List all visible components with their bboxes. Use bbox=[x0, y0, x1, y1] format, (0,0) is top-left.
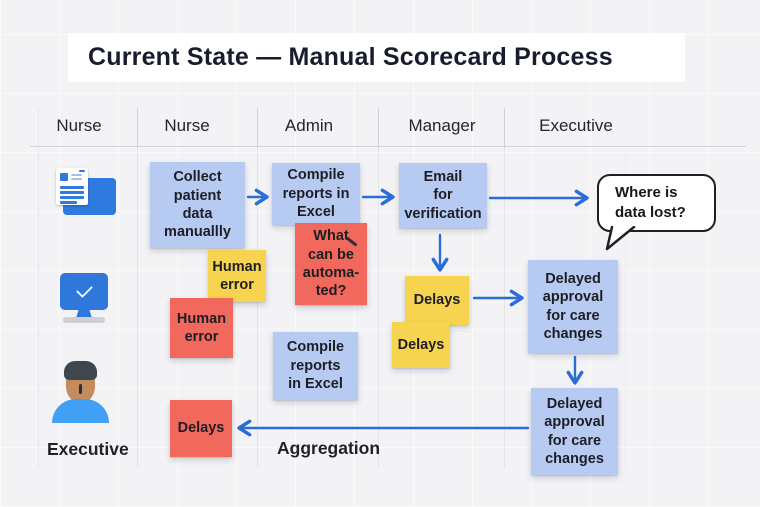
sticky-note-delays-red[interactable]: Delays bbox=[170, 400, 232, 457]
sticky-note-compile-reports-top[interactable]: Compile reports in Excel bbox=[272, 163, 360, 225]
lane-divider-right-edge bbox=[625, 150, 626, 468]
sticky-note-compile-reports-bottom[interactable]: Compile reports in Excel bbox=[273, 332, 358, 400]
sticky-note-delays-yellow-2[interactable]: Delays bbox=[392, 322, 450, 368]
page-title: Current State — Manual Scorecard Process bbox=[88, 43, 613, 71]
monitor-check-icon[interactable] bbox=[60, 273, 108, 323]
sticky-text: Delayed approval for care changes bbox=[544, 395, 605, 467]
sticky-note-what-can-be-automated[interactable]: What can be automa- ted? bbox=[295, 223, 367, 305]
sticky-text: Email for verification bbox=[404, 168, 482, 222]
executive-label[interactable]: Executive bbox=[47, 439, 129, 459]
lane-divider-left-edge bbox=[38, 108, 39, 468]
lane-header-nurse-2[interactable]: Nurse bbox=[164, 116, 210, 135]
document-icon-paper bbox=[56, 168, 88, 205]
person-hair bbox=[64, 361, 97, 380]
sticky-text: Human error bbox=[212, 258, 262, 293]
lane-header-underline bbox=[30, 146, 746, 147]
sticky-text: Delayed approval for care changes bbox=[542, 270, 604, 342]
sticky-text: What can be automa- ted? bbox=[302, 228, 360, 300]
sticky-note-delayed-approval-2[interactable]: Delayed approval for care changes bbox=[531, 388, 618, 475]
sticky-text: Compile reports in Excel bbox=[282, 167, 350, 221]
sticky-note-delays-yellow-1[interactable]: Delays bbox=[405, 276, 469, 325]
lane-header-executive[interactable]: Executive bbox=[539, 116, 613, 135]
lane-divider-3 bbox=[378, 108, 379, 468]
person-body bbox=[52, 399, 109, 423]
lane-divider-4 bbox=[504, 108, 505, 468]
sticky-note-collect-patient-data[interactable]: Collect patient data manuallly bbox=[150, 162, 245, 248]
document-icon-header-row bbox=[60, 173, 82, 181]
monitor-screen bbox=[60, 273, 108, 310]
document-icon[interactable] bbox=[56, 168, 118, 216]
sticky-text: Compile reports in Excel bbox=[286, 339, 345, 393]
sticky-text: Collect patient data manuallly bbox=[164, 169, 231, 241]
sticky-text: Delays bbox=[397, 336, 445, 353]
lane-header-nurse-1[interactable]: Nurse bbox=[56, 116, 102, 135]
sticky-note-human-error-yellow[interactable]: Human error bbox=[208, 250, 266, 302]
monitor-base bbox=[63, 317, 105, 323]
speech-bubble[interactable]: Where is data lost? bbox=[597, 174, 716, 232]
speech-bubble-tail bbox=[605, 226, 636, 251]
person-icon[interactable] bbox=[52, 361, 109, 423]
sticky-note-delayed-approval-1[interactable]: Delayed approval for care changes bbox=[528, 260, 618, 353]
sticky-note-human-error-red[interactable]: Human error bbox=[170, 298, 233, 358]
monitor-stand bbox=[76, 309, 92, 318]
speech-bubble-text: Where is data lost? bbox=[615, 183, 686, 221]
aggregation-label[interactable]: Aggregation bbox=[277, 438, 381, 458]
lane-header-admin[interactable]: Admin bbox=[284, 116, 334, 135]
sticky-note-email-for-verification[interactable]: Email for verification bbox=[399, 163, 487, 228]
sticky-text: Human error bbox=[176, 310, 227, 345]
sticky-text: Delays bbox=[177, 420, 225, 437]
lane-divider-1 bbox=[137, 108, 138, 468]
document-icon-dash bbox=[79, 170, 85, 172]
title-banner[interactable]: Current State — Manual Scorecard Process bbox=[68, 33, 685, 82]
person-nose bbox=[79, 384, 82, 394]
sticky-text: Delays bbox=[413, 292, 461, 309]
lane-header-manager[interactable]: Manager bbox=[408, 116, 476, 135]
